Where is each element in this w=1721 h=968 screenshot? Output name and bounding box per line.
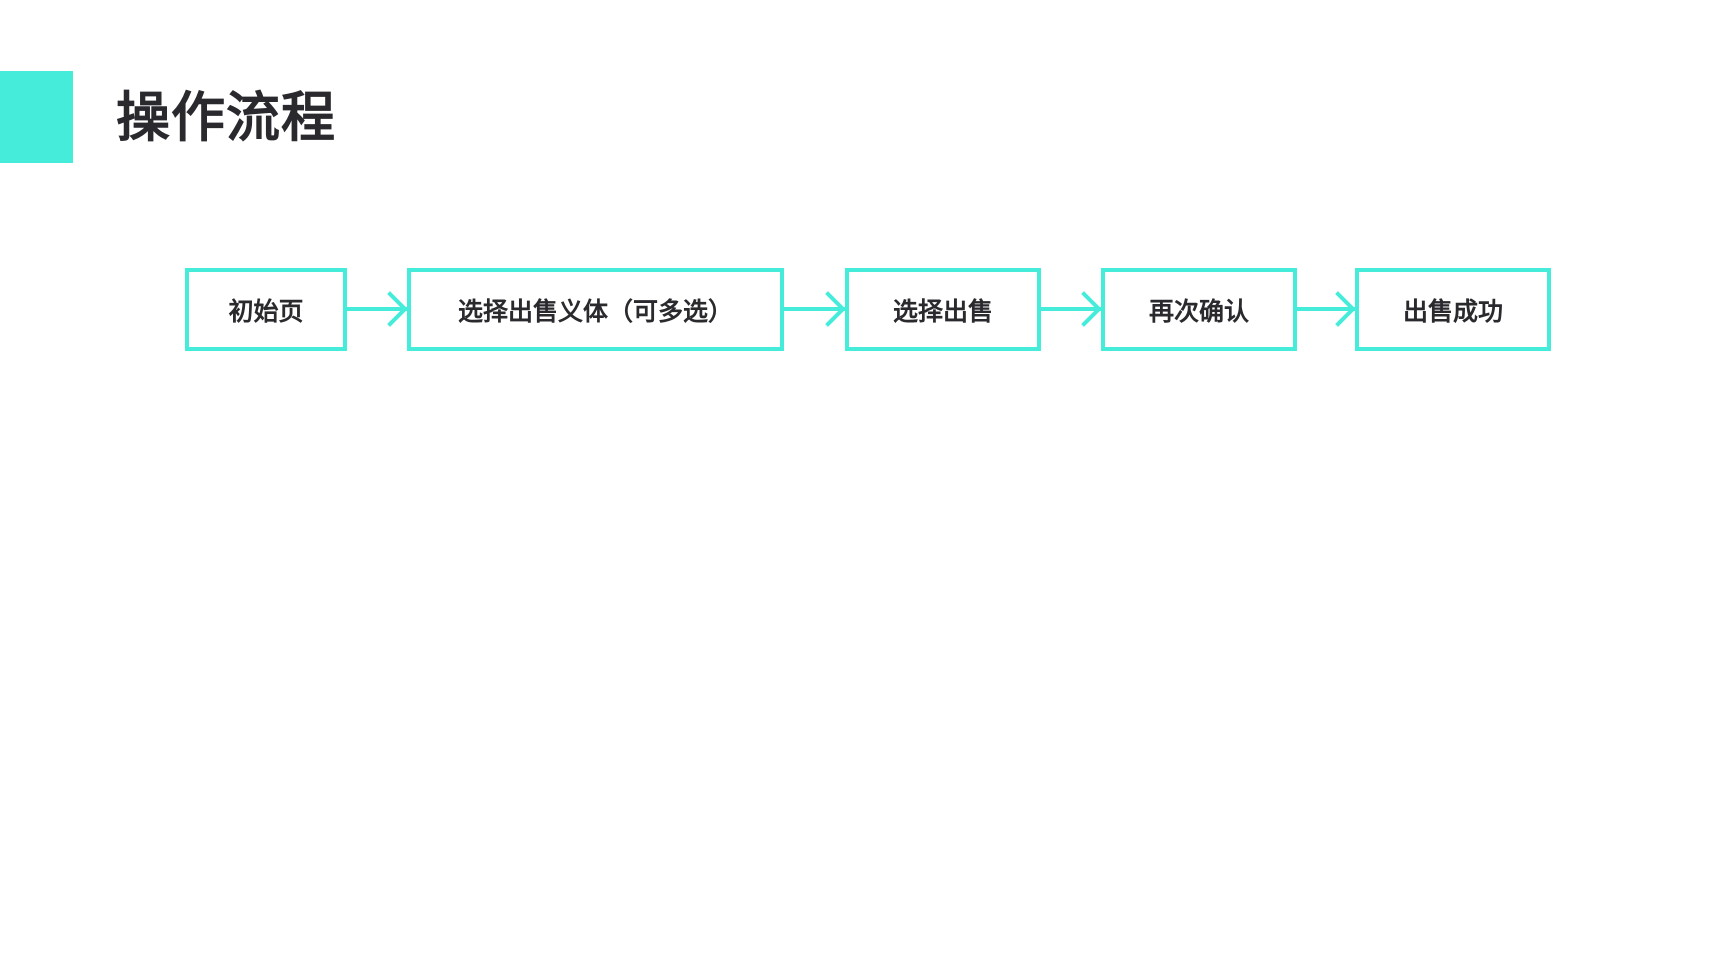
flow-step-confirm-again: 再次确认: [1101, 268, 1297, 351]
flow-step-label: 初始页: [228, 296, 304, 326]
arrow-right-icon: [1295, 291, 1356, 327]
arrow-right-icon: [1039, 291, 1102, 327]
title-accent-block: [0, 71, 73, 163]
flow-step-label: 选择出售: [892, 296, 993, 326]
flow-step-label: 选择出售义体（可多选）: [457, 296, 733, 326]
flow-step-sell-success: 出售成功: [1355, 268, 1551, 351]
flow-step-label: 再次确认: [1148, 296, 1249, 326]
flow-step-initial-page: 初始页: [185, 268, 347, 351]
arrow-right-icon: [782, 291, 846, 327]
arrow-right-icon: [345, 291, 408, 327]
flow-step-select-sell: 选择出售: [845, 268, 1041, 351]
page-title: 操作流程: [116, 86, 336, 149]
flow-step-label: 出售成功: [1402, 296, 1503, 326]
flow-step-select-implants: 选择出售义体（可多选）: [407, 268, 784, 351]
